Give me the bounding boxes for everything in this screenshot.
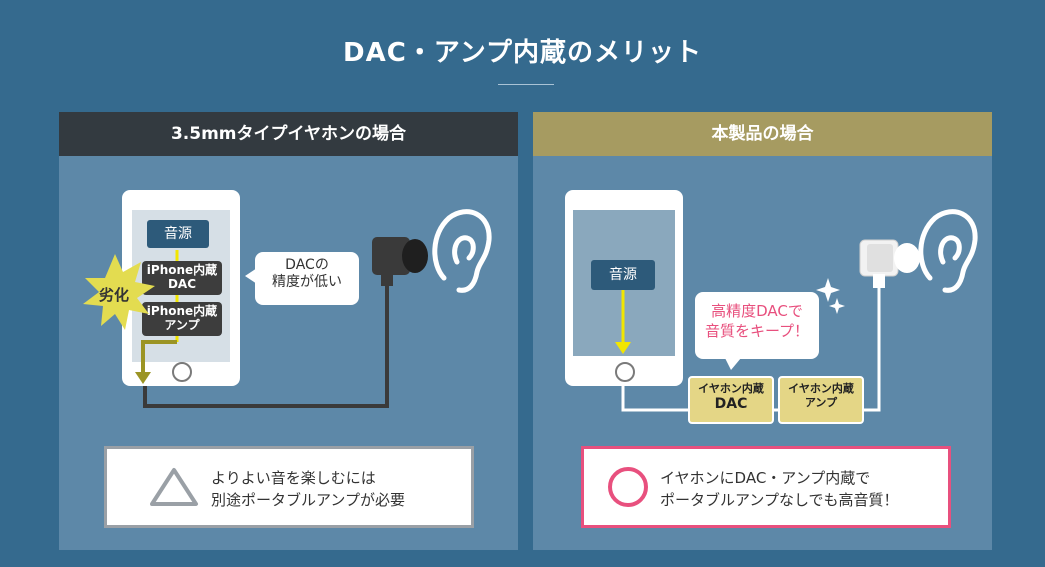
panel-3-5mm: 3.5mmタイプイヤホンの場合 音源 iPhone内蔵 DAC iPhone内蔵… — [59, 112, 518, 550]
speech-bubble-low-precision: DACの 精度が低い — [255, 252, 359, 305]
speech-bubble-high-precision: 高精度DACで 音質をキープ！ — [695, 292, 819, 359]
chip-line: アンプ — [164, 318, 200, 332]
bubble-line: 音質をキープ！ — [704, 322, 810, 340]
right-signal-path — [615, 290, 631, 354]
chip-line: iPhone内蔵 — [146, 263, 218, 277]
triangle-icon — [150, 468, 198, 506]
clean-arrowhead — [615, 342, 631, 354]
degradation-label: 劣化 — [98, 286, 129, 304]
result-text-this-product: イヤホンにDAC・アンプ内蔵で ポータブルアンプなしでも高音質！ — [660, 467, 899, 511]
page-title: DAC・アンプ内蔵のメリット — [343, 38, 702, 68]
sound-source-label: 音源 — [591, 260, 655, 290]
result-line: ポータブルアンプなしでも高音質！ — [660, 491, 899, 509]
panel-heading-3-5mm: 3.5mmタイプイヤホンの場合 — [59, 112, 518, 156]
sound-source-label: 音源 — [147, 220, 209, 248]
chip-line: イヤホン内蔵 — [788, 382, 854, 395]
home-button — [172, 362, 192, 382]
chip-line: アンプ — [804, 396, 838, 409]
result-box-3-5mm: よりよい音を楽しむには 別途ポータブルアンプが必要 — [104, 446, 474, 528]
result-box-this-product: イヤホンにDAC・アンプ内蔵で ポータブルアンプなしでも高音質！ — [581, 446, 951, 528]
chip-line: イヤホン内蔵 — [698, 382, 764, 395]
iphone-dac-chip: iPhone内蔵 DAC — [142, 261, 222, 295]
ear-icon-left — [432, 209, 492, 293]
bubble-tail — [245, 268, 257, 284]
bubble-tail — [725, 358, 741, 370]
chip-line: iPhone内蔵 — [146, 304, 218, 318]
panel-this-product: 本製品の場合 音源 高精度DACで 音質をキープ！ イヤホン内 — [533, 112, 992, 550]
panel-heading-this-product: 本製品の場合 — [533, 112, 992, 156]
home-button — [615, 362, 635, 382]
result-line: イヤホンにDAC・アンプ内蔵で — [660, 469, 871, 487]
bubble-line: 精度が低い — [272, 274, 342, 290]
bubble-line: 高精度DACで — [711, 302, 803, 320]
degradation-burst-graphic — [83, 254, 155, 330]
earphone-amp-chip: イヤホン内蔵 アンプ — [778, 376, 864, 424]
chip-line: DAC — [714, 396, 748, 412]
left-diagram-graphics — [143, 209, 492, 408]
degraded-arrowhead — [135, 372, 151, 384]
ear-icon-right — [918, 209, 978, 293]
earphone-cable — [143, 280, 389, 408]
chip-line: DAC — [167, 277, 197, 291]
circle-icon — [608, 467, 648, 507]
earphone-dac-chip: イヤホン内蔵 DAC — [688, 376, 774, 424]
result-line: よりよい音を楽しむには — [211, 469, 376, 487]
title-divider — [498, 84, 554, 85]
result-line: 別途ポータブルアンプが必要 — [211, 491, 405, 509]
bubble-line: DACの — [285, 257, 329, 273]
iphone-amp-chip: iPhone内蔵 アンプ — [142, 302, 222, 336]
earphone-this-product-icon — [859, 239, 920, 288]
earphone-3-5mm-icon — [372, 237, 428, 286]
sparkle-icon — [816, 278, 845, 314]
result-text-3-5mm: よりよい音を楽しむには 別途ポータブルアンプが必要 — [211, 467, 405, 511]
burst-icon — [83, 254, 155, 330]
